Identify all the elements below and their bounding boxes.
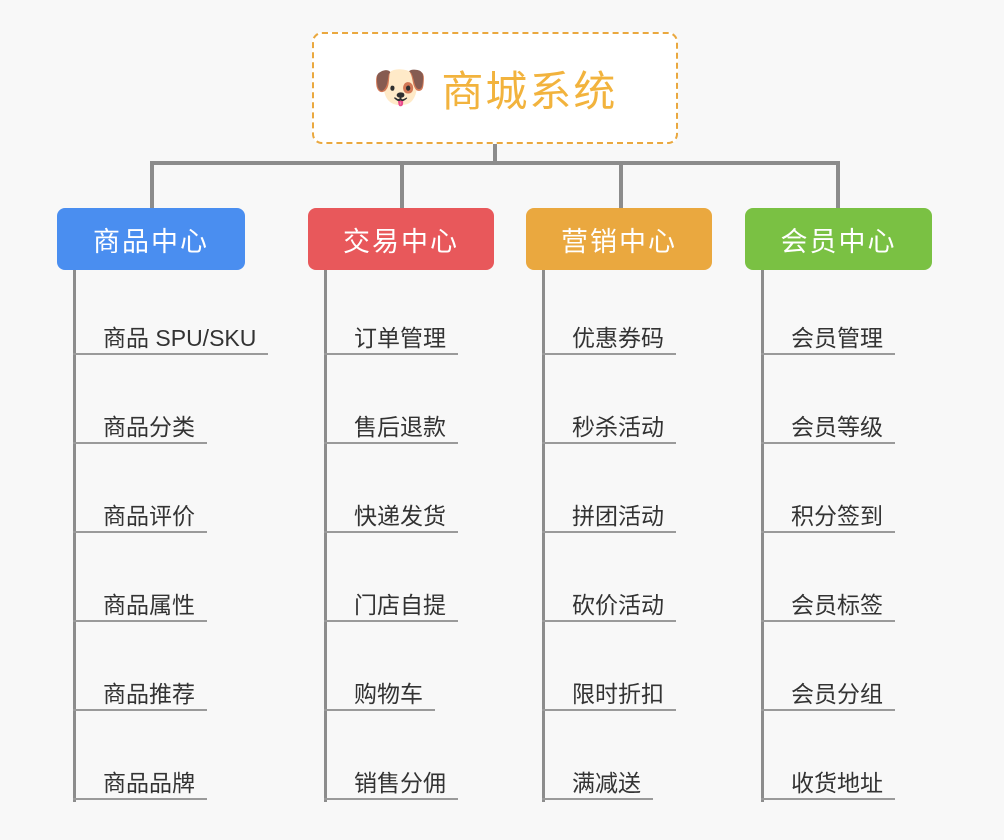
leaf-item-rule [542, 531, 676, 533]
leaf-item-label: 商品分类 [103, 414, 195, 440]
leaf-item-label: 砍价活动 [572, 592, 664, 618]
leaf-item-rule [542, 442, 676, 444]
leaf-item-label: 会员管理 [791, 325, 883, 351]
leaf-item-label: 购物车 [354, 681, 423, 707]
leaf-item[interactable]: 销售分佣 [324, 754, 458, 800]
leaf-item-rule [324, 531, 458, 533]
leaf-item-label: 收货地址 [791, 770, 883, 796]
leaf-item[interactable]: 购物车 [324, 665, 435, 711]
root-title: 商城系统 [441, 67, 618, 115]
leaf-item-label: 拼团活动 [572, 503, 664, 529]
leaf-item-label: 商品评价 [103, 503, 195, 529]
leaf-item-rule [73, 798, 207, 800]
leaf-item-rule [324, 709, 435, 711]
category-header-product-center[interactable]: 商品中心 [57, 208, 245, 270]
leaf-item[interactable]: 会员管理 [761, 309, 895, 355]
leaf-item-label: 满减送 [572, 770, 641, 796]
connector-root-stem [493, 144, 497, 164]
connector-drop-product [150, 161, 154, 208]
leaf-item-rule [73, 531, 207, 533]
leaf-item-rule [324, 353, 458, 355]
leaf-item-rule [73, 709, 207, 711]
leaf-item-label: 商品属性 [103, 592, 195, 618]
connector-drop-marketing [619, 161, 623, 208]
leaf-item-label: 限时折扣 [572, 681, 664, 707]
leaf-item-rule [542, 620, 676, 622]
leaf-item[interactable]: 会员分组 [761, 665, 895, 711]
category-label: 会员中心 [780, 226, 897, 257]
leaf-item[interactable]: 订单管理 [324, 309, 458, 355]
leaf-item[interactable]: 会员等级 [761, 398, 895, 444]
category-label: 营销中心 [561, 226, 677, 257]
branch-trunk [73, 270, 76, 802]
category-header-member-center[interactable]: 会员中心 [745, 208, 932, 270]
leaf-item-rule [73, 442, 207, 444]
leaf-item[interactable]: 会员标签 [761, 576, 895, 622]
leaf-item[interactable]: 商品分类 [73, 398, 207, 444]
root-node[interactable]: 🐶 商城系统 [312, 32, 678, 144]
leaf-item[interactable]: 商品品牌 [73, 754, 207, 800]
leaf-item-rule [324, 798, 458, 800]
shiba-dog-icon: 🐶 [372, 63, 428, 112]
leaf-item-rule [73, 353, 268, 355]
connector-drop-member [836, 161, 840, 208]
leaf-item-rule [761, 531, 895, 533]
leaf-item-rule [761, 442, 895, 444]
connector-drop-trade [400, 161, 404, 208]
leaf-item-rule [542, 798, 653, 800]
leaf-item-rule [761, 798, 895, 800]
category-label: 交易中心 [343, 226, 459, 257]
leaf-item[interactable]: 商品推荐 [73, 665, 207, 711]
category-header-marketing-center[interactable]: 营销中心 [526, 208, 712, 270]
leaf-item[interactable]: 秒杀活动 [542, 398, 676, 444]
branch-trunk [761, 270, 764, 802]
leaf-item-label: 商品推荐 [103, 681, 195, 707]
leaf-item-label: 商品 SPU/SKU [103, 325, 257, 351]
leaf-item-label: 积分签到 [791, 503, 883, 529]
leaf-item[interactable]: 商品属性 [73, 576, 207, 622]
leaf-item-rule [324, 442, 458, 444]
leaf-item-rule [761, 353, 895, 355]
leaf-item-rule [761, 709, 895, 711]
leaf-item-rule [542, 709, 676, 711]
leaf-item-label: 快递发货 [354, 503, 446, 529]
leaf-item-label: 商品品牌 [103, 770, 195, 796]
leaf-item[interactable]: 商品评价 [73, 487, 207, 533]
branch-trunk [542, 270, 545, 802]
category-label: 商品中心 [93, 226, 209, 257]
leaf-item-label: 优惠券码 [572, 325, 664, 351]
leaf-item[interactable]: 商品 SPU/SKU [73, 309, 268, 355]
leaf-item[interactable]: 积分签到 [761, 487, 895, 533]
branch-trunk [324, 270, 327, 802]
leaf-item-label: 订单管理 [354, 325, 446, 351]
category-header-trade-center[interactable]: 交易中心 [308, 208, 494, 270]
leaf-item-label: 会员标签 [791, 592, 883, 618]
leaf-item-label: 售后退款 [354, 414, 446, 440]
leaf-item-rule [542, 353, 676, 355]
leaf-item-label: 会员分组 [791, 681, 883, 707]
leaf-item[interactable]: 满减送 [542, 754, 653, 800]
leaf-item[interactable]: 优惠券码 [542, 309, 676, 355]
leaf-item[interactable]: 拼团活动 [542, 487, 676, 533]
connector-bus [150, 161, 840, 165]
leaf-item[interactable]: 快递发货 [324, 487, 458, 533]
leaf-item[interactable]: 收货地址 [761, 754, 895, 800]
leaf-item[interactable]: 限时折扣 [542, 665, 676, 711]
leaf-item-label: 会员等级 [791, 414, 883, 440]
leaf-item-label: 销售分佣 [354, 770, 446, 796]
leaf-item-rule [324, 620, 458, 622]
leaf-item-rule [761, 620, 895, 622]
leaf-item[interactable]: 门店自提 [324, 576, 458, 622]
leaf-item[interactable]: 砍价活动 [542, 576, 676, 622]
leaf-item-label: 秒杀活动 [572, 414, 664, 440]
leaf-item-rule [73, 620, 207, 622]
leaf-item-label: 门店自提 [354, 592, 446, 618]
leaf-item[interactable]: 售后退款 [324, 398, 458, 444]
